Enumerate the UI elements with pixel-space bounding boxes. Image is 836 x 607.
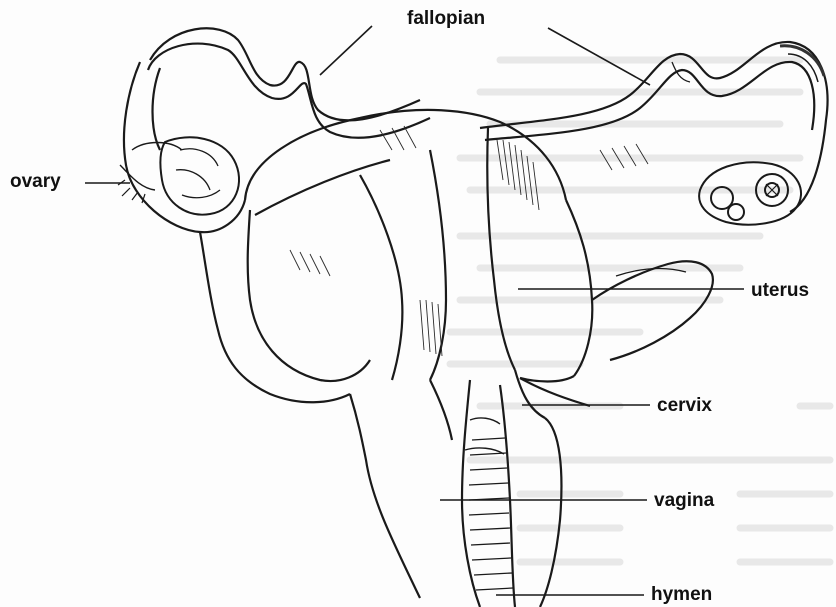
pointer-lines (85, 26, 744, 595)
background-text-lines (450, 60, 830, 562)
ovary-label: ovary (10, 172, 61, 191)
uterus-label: uterus (751, 281, 809, 300)
fallopian-pointer-left (320, 26, 372, 75)
hymen-label: hymen (651, 585, 712, 604)
fallopian-label: fallopian (407, 9, 485, 28)
cervix-label: cervix (657, 396, 712, 415)
left-ovary (160, 137, 239, 214)
left-fallopian-tube (118, 28, 430, 232)
vagina-label: vagina (654, 491, 714, 510)
